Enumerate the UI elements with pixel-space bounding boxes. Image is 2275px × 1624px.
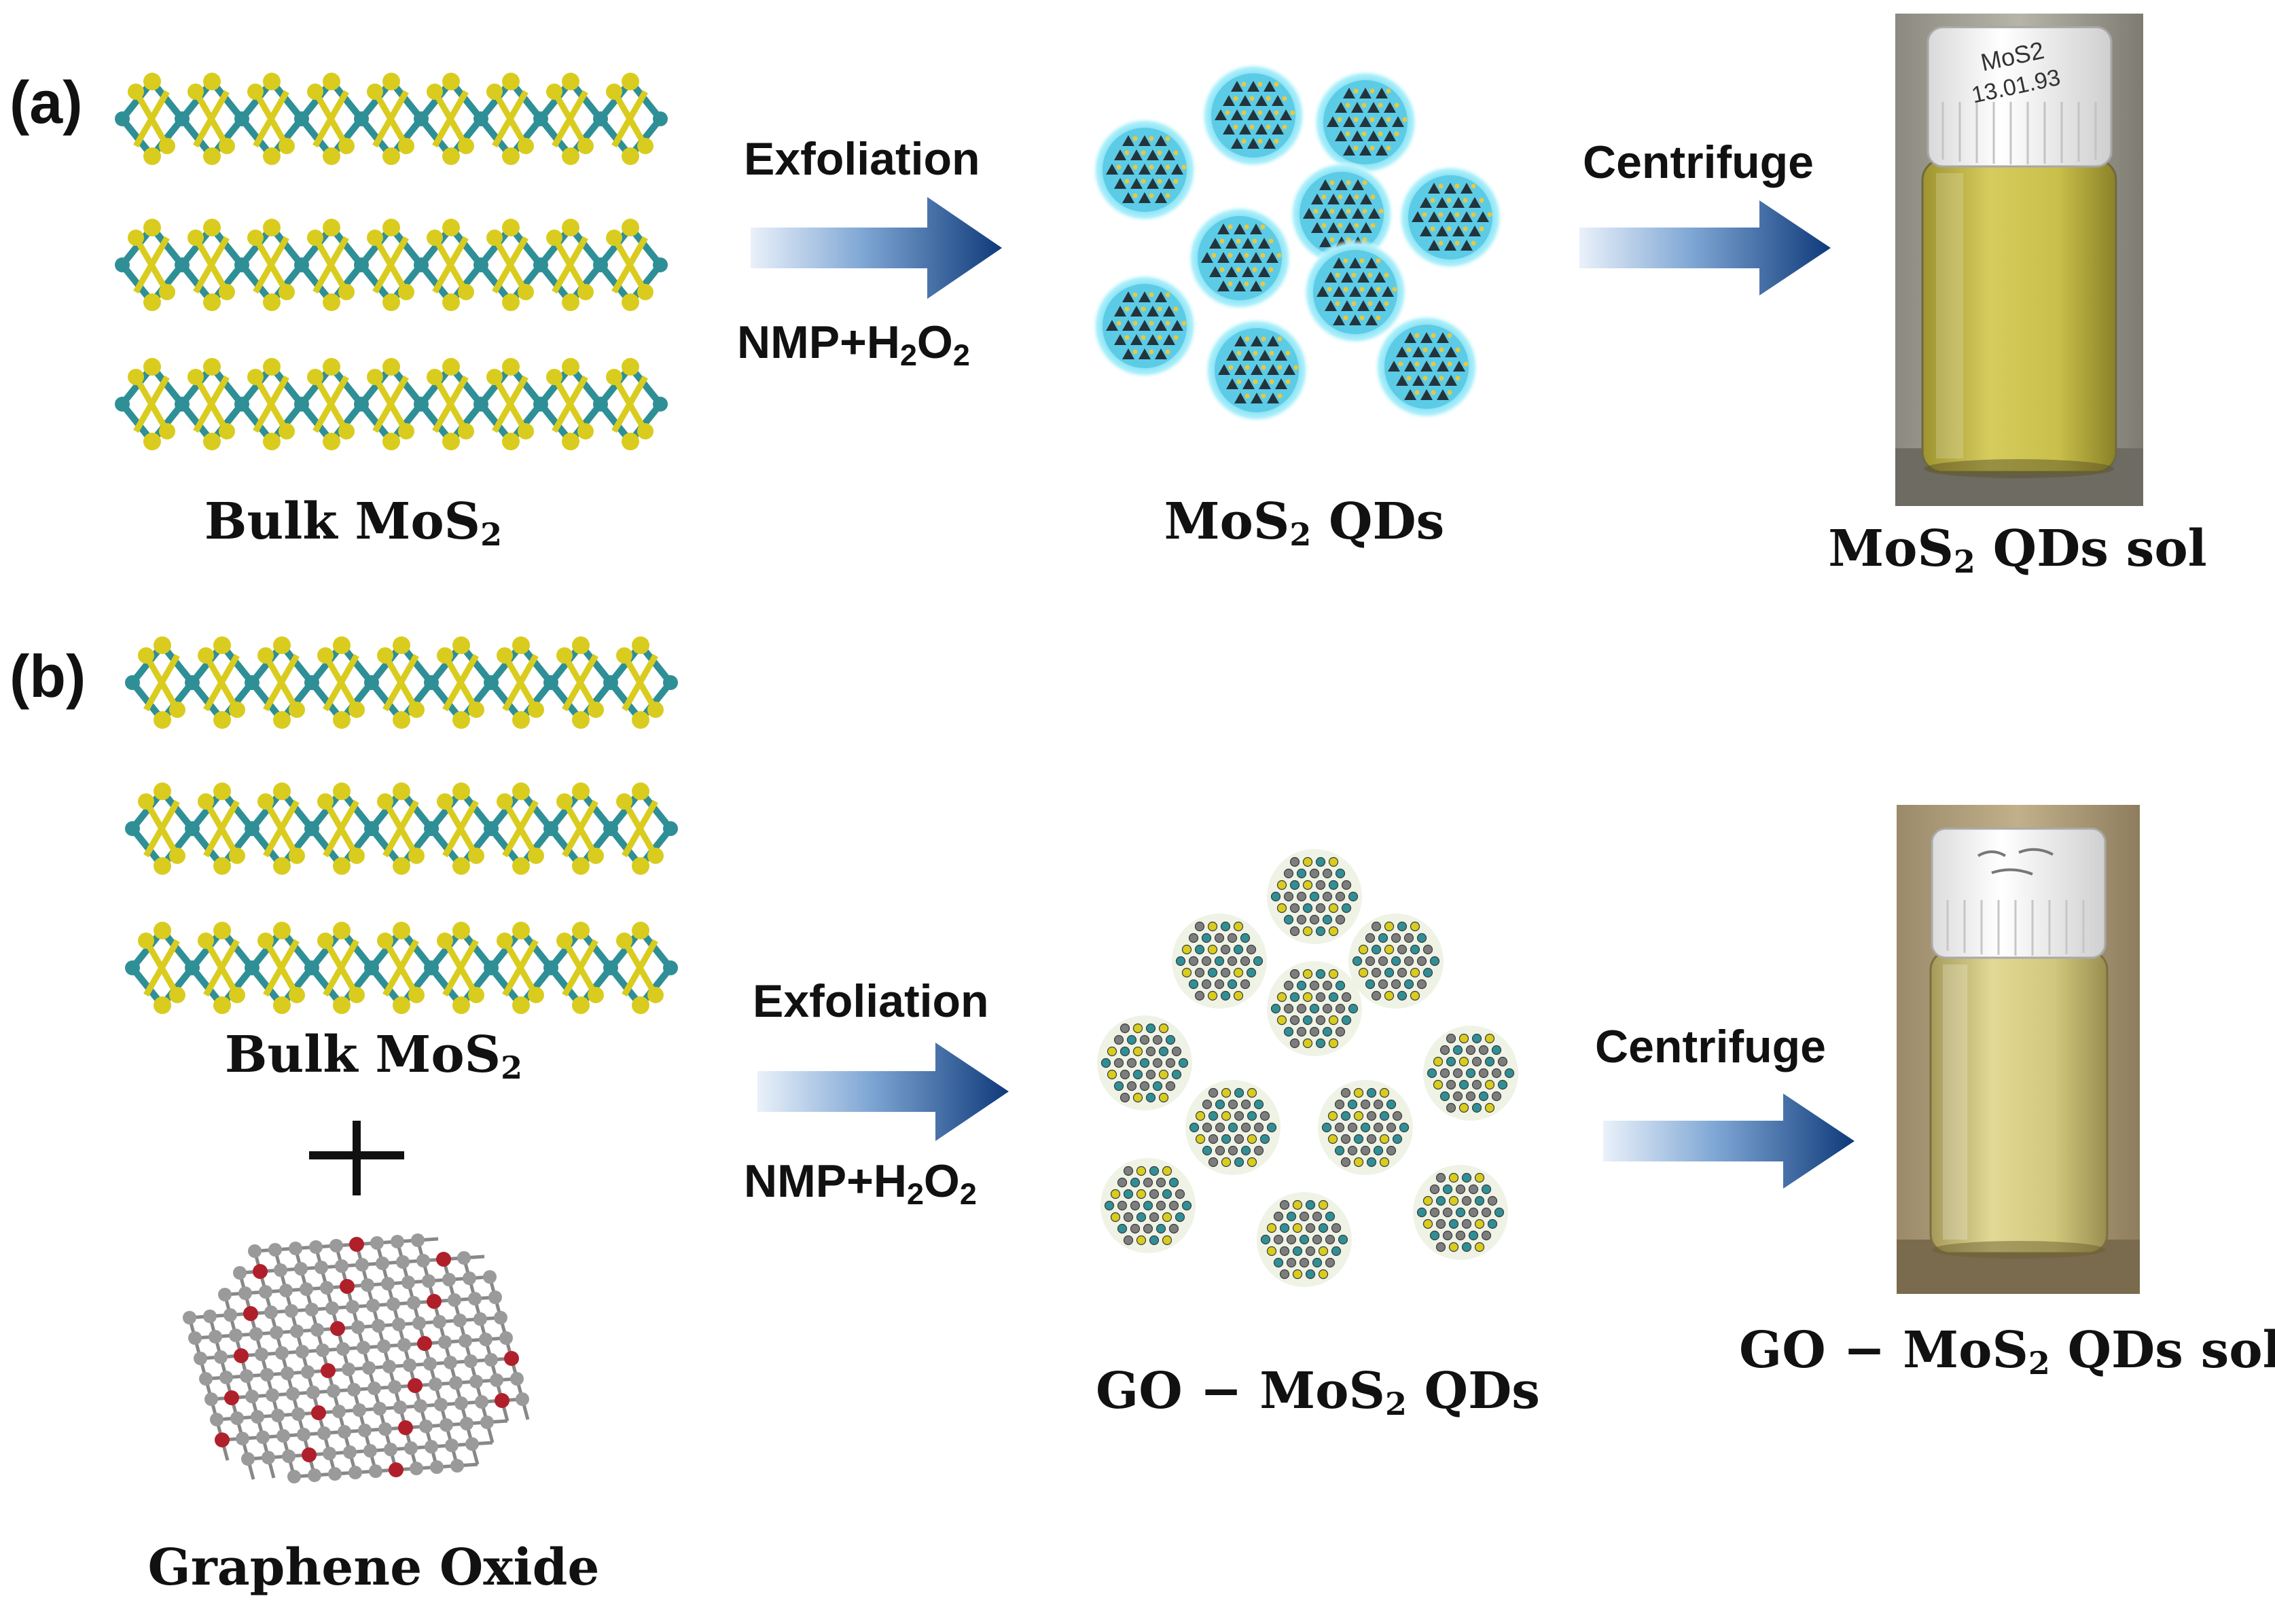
exfoliation-label-b: Exfoliation (753, 975, 989, 1027)
mos2-qds-caption-a: MoS2 QDs (1164, 492, 1445, 554)
mos2-qds-sol-caption-a: MoS2 QDs sol (1828, 520, 2207, 581)
go-mos2-quantum-dot (1100, 1158, 1196, 1253)
go-mos2-qds-cluster-b (1097, 849, 1518, 1287)
bulk-mos2-structure-a (115, 73, 668, 450)
exfoliation-arrow-b (757, 1043, 1009, 1141)
mos2-quantum-dot (1204, 317, 1310, 423)
vial-photo-b (1897, 805, 2140, 1294)
bulk-mos2-caption-b: Bulk MoS2 (224, 1026, 523, 1087)
go-mos2-quantum-dot (1267, 849, 1362, 944)
go-mos2-quantum-dot (1423, 1026, 1518, 1121)
mos2-layer (115, 73, 668, 165)
mos2-quantum-dot (1374, 314, 1480, 420)
mos2-quantum-dot (1312, 69, 1418, 175)
go-mos2-quantum-dot (1257, 1192, 1352, 1287)
go-mos2-quantum-dot (1348, 914, 1444, 1009)
mos2-quantum-dot (1187, 205, 1293, 311)
mos2-qds-cluster-a (1092, 62, 1503, 423)
vial-photo-a: MoS2 13.01.93 (1895, 14, 2143, 506)
graphene-oxide-caption: Graphene Oxide (147, 1538, 600, 1597)
mos2-quantum-dot (1092, 273, 1198, 379)
go-mos2-qds-sol-caption-b: GO − MoS2 QDs sol (1739, 1321, 2275, 1382)
go-mos2-quantum-dot (1318, 1080, 1413, 1175)
graphene-oxide-structure (183, 1233, 530, 1483)
centrifuge-arrow-a (1579, 200, 1831, 295)
go-mos2-quantum-dot (1185, 1080, 1280, 1175)
go-mos2-quantum-dot (1172, 914, 1267, 1009)
centrifuge-label-a: Centrifuge (1583, 137, 1814, 188)
go-mos2-quantum-dot (1413, 1165, 1508, 1260)
mos2-layer (125, 922, 678, 1014)
reagent-label-a: NMP+H2O2 (737, 317, 970, 373)
panel-a-label: (a) (10, 69, 83, 136)
centrifuge-label-b: Centrifuge (1595, 1021, 1826, 1072)
plus-sign (309, 1121, 404, 1195)
mos2-layer (125, 636, 678, 729)
bulk-mos2-caption-a: Bulk MoS2 (204, 492, 503, 554)
mos2-quantum-dot (1397, 164, 1503, 270)
mos2-layer (125, 782, 678, 875)
centrifuge-arrow-b (1603, 1094, 1855, 1189)
reagent-label-b: NMP+H2O2 (744, 1155, 977, 1212)
mos2-layer (115, 219, 668, 311)
panel-b-label: (b) (10, 643, 86, 710)
go-mos2-quantum-dot (1267, 961, 1362, 1056)
mos2-quantum-dot (1302, 239, 1408, 345)
mos2-quantum-dot (1200, 62, 1306, 168)
exfoliation-arrow-a (751, 197, 1002, 299)
bulk-mos2-structure-b (125, 636, 678, 1014)
go-mos2-qds-caption-b: GO − MoS2 QDs (1096, 1362, 1540, 1423)
mos2-quantum-dot (1092, 117, 1198, 223)
go-mos2-quantum-dot (1097, 1015, 1192, 1111)
exfoliation-label-a: Exfoliation (744, 133, 980, 185)
mos2-layer (115, 358, 668, 450)
